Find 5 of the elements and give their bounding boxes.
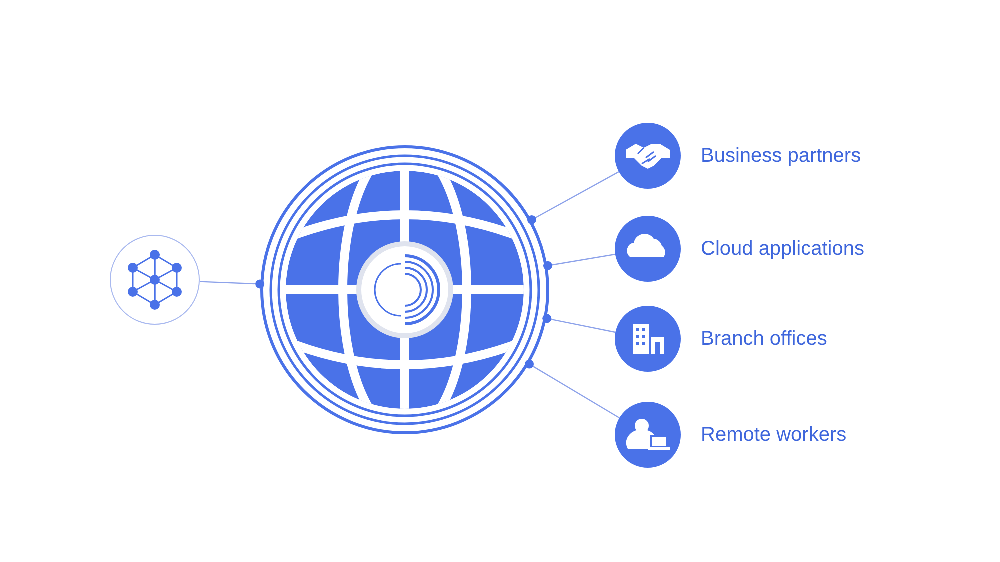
node-label: Business partners bbox=[701, 144, 862, 168]
node-label: Cloud applications bbox=[701, 237, 864, 261]
node-label: Remote workers bbox=[701, 423, 847, 447]
node-label: Branch offices bbox=[701, 327, 828, 351]
network-node-circle bbox=[110, 235, 200, 325]
